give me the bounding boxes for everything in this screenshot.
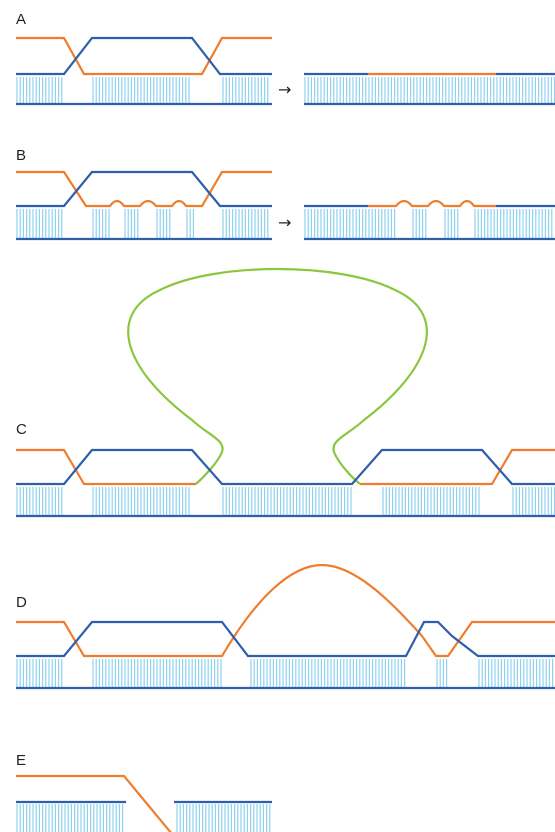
base-pairs [222,209,269,238]
blue-strand-top [16,36,272,76]
base-pairs [92,487,190,515]
base-pairs [304,77,555,103]
base-pairs [16,77,63,103]
arrow-icon: → [278,80,291,99]
base-pairs [124,209,139,238]
blue-strand-top [16,620,555,658]
arrow-icon: → [278,213,291,232]
base-pairs [16,804,124,832]
base-pairs [512,487,555,515]
blue-strand-top [16,170,272,208]
panel-label-a: A [16,11,26,28]
panel-label-b: B [16,147,26,164]
base-pairs [186,209,194,238]
panel-a-left-duplex [16,36,272,106]
panel-a: A → [16,11,555,106]
orange-strand [16,774,172,832]
orange-strand [16,563,555,658]
base-pairs [92,209,110,238]
panel-label-d: D [16,594,27,611]
panel-label-c: C [16,421,27,438]
orange-strand [16,170,272,208]
panel-b-left-duplex [16,170,272,241]
orange-strand-left [16,448,196,486]
panel-a-right-duplex [304,72,555,106]
base-pairs [16,659,63,687]
base-pairs [478,659,554,687]
panel-e: E [16,752,272,832]
base-pairs [16,209,63,238]
base-pairs [92,659,222,687]
base-pairs [412,209,427,238]
panel-b-right-duplex [304,199,555,241]
orange-strand [16,36,272,76]
base-pairs [250,659,406,687]
orange-strand [368,199,496,208]
base-pairs [156,209,171,238]
green-loop-strand [127,267,428,485]
base-pairs [92,77,190,103]
base-pairs [176,804,271,832]
blue-strand-top [16,448,555,486]
panel-d: D [16,563,555,690]
base-pairs [382,487,480,515]
panel-b: B → [16,147,555,241]
base-pairs [444,209,459,238]
base-pairs [222,77,269,103]
orange-strand-right [360,448,555,486]
base-pairs [222,487,352,515]
base-pairs [436,659,448,687]
panel-label-e: E [16,752,26,769]
base-pairs [16,487,63,515]
panel-c: C [16,267,555,518]
base-pairs [304,209,396,238]
base-pairs [474,209,553,238]
